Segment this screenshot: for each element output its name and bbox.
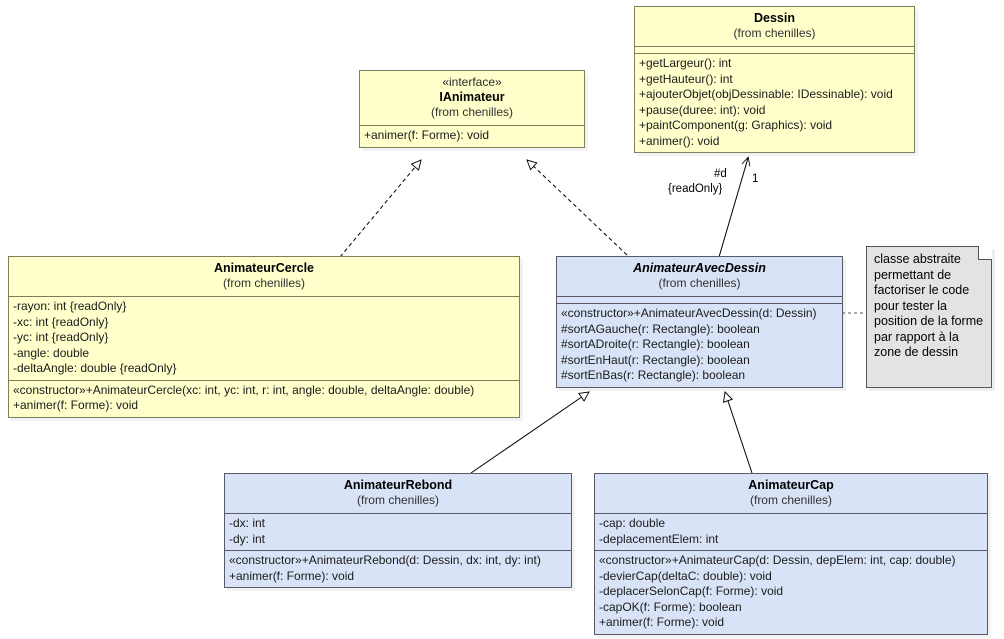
class-name-animateurcap: AnimateurCap	[748, 478, 834, 492]
class-header-animateurcap: AnimateurCap (from chenilles)	[595, 474, 987, 513]
class-package-ianimateur: (from chenilles)	[430, 105, 514, 119]
class-name-ianimateur: IAnimateur	[439, 90, 505, 104]
attribute-row: -yc: int {readOnly}	[13, 330, 109, 344]
attribute-row: -angle: double	[13, 345, 90, 360]
operation-row: «constructor»+AnimateurAvecDessin(d: Des…	[561, 306, 817, 320]
separator	[595, 550, 987, 551]
class-header-animateurrebond: AnimateurRebond (from chenilles)	[225, 474, 571, 513]
association-multiplicity-label: 1	[752, 173, 759, 185]
attribute-row: -rayon: int {readOnly}	[13, 299, 127, 313]
attribute-row: -deplacementElem: int	[599, 531, 719, 546]
attribute-row: -deltaAngle: double {readOnly}	[13, 361, 177, 375]
class-package-animateuravecdessin: (from chenilles)	[658, 276, 741, 290]
association-constraint-label: {readOnly}	[668, 183, 723, 195]
operation-row: #sortADroite(r: Rectangle): boolean	[561, 337, 750, 351]
class-header-ianimateur: «interface» IAnimateur (from chenilles)	[360, 71, 584, 125]
class-header-dessin: Dessin (from chenilles)	[635, 7, 914, 46]
realization-animateuravecdessin-to-ianimateur	[527, 160, 628, 256]
attributes-compartment-animateurcercle: -rayon: int {readOnly} -xc: int {readOnl…	[9, 297, 519, 380]
operations-compartment-animateurrebond: «constructor»+AnimateurRebond(d: Dessin,…	[225, 551, 571, 587]
operation-row: «constructor»+AnimateurRebond(d: Dessin,…	[229, 553, 541, 567]
class-header-animateuravecdessin: AnimateurAvecDessin (from chenilles)	[557, 257, 842, 296]
separator	[360, 125, 584, 126]
attribute-row: -cap: double	[599, 516, 666, 530]
operation-row: +ajouterObjet(objDessinable: IDessinable…	[639, 87, 893, 101]
operation-row: +paintComponent(g: Graphics): void	[639, 118, 833, 132]
operation-row: #sortAGauche(r: Rectangle): boolean	[561, 321, 760, 336]
operation-row: -deplacerSelonCap(f: Forme): void	[599, 584, 784, 598]
association-role-label: #d	[714, 168, 727, 180]
operation-row: +getLargeur(): int	[639, 56, 732, 70]
class-name-animateurrebond: AnimateurRebond	[343, 478, 453, 492]
operations-compartment-animateurcercle: «constructor»+AnimateurCercle(xc: int, y…	[9, 381, 519, 417]
class-name-animateurcercle: AnimateurCercle	[213, 261, 315, 275]
operations-compartment-ianimateur: +animer(f: Forme): void	[360, 126, 584, 147]
operation-row: +animer(): void	[639, 133, 720, 148]
class-box-animateuravecdessin[interactable]: AnimateurAvecDessin (from chenilles) «co…	[556, 256, 843, 388]
attribute-row: -dy: int	[229, 531, 266, 546]
class-name-dessin: Dessin	[754, 11, 795, 25]
operations-compartment-animateurcap: «constructor»+AnimateurCap(d: Dessin, de…	[595, 551, 987, 634]
separator	[225, 513, 571, 514]
operation-row: -capOK(f: Forme): boolean	[599, 599, 742, 614]
class-box-animateurrebond[interactable]: AnimateurRebond (from chenilles) -dx: in…	[224, 473, 572, 588]
operation-row: #sortEnHaut(r: Rectangle): boolean	[561, 352, 750, 367]
separator	[9, 296, 519, 297]
separator	[225, 550, 571, 551]
class-box-dessin[interactable]: Dessin (from chenilles) +getLargeur(): i…	[634, 6, 915, 153]
attributes-compartment-animateurcap: -cap: double -deplacementElem: int	[595, 514, 987, 550]
separator	[557, 303, 842, 304]
attributes-compartment-animateurrebond: -dx: int -dy: int	[225, 514, 571, 550]
class-box-animateurcercle[interactable]: AnimateurCercle (from chenilles) -rayon:…	[8, 256, 520, 418]
attribute-row: -xc: int {readOnly}	[13, 314, 109, 329]
attribute-row: -dx: int	[229, 516, 266, 530]
separator	[635, 46, 914, 47]
generalization-animateurcap-to-animateuravecdessin	[725, 392, 753, 474]
operations-compartment-animateuravecdessin: «constructor»+AnimateurAvecDessin(d: Des…	[557, 304, 842, 387]
class-package-animateurcercle: (from chenilles)	[222, 276, 306, 290]
class-stereotype-ianimateur: «interface»	[442, 75, 502, 89]
separator	[9, 379, 519, 381]
separator	[635, 53, 914, 54]
operation-row: #sortEnBas(r: Rectangle): boolean	[561, 368, 746, 382]
class-name-animateuravecdessin: AnimateurAvecDessin	[633, 261, 766, 275]
class-box-ianimateur[interactable]: «interface» IAnimateur (from chenilles) …	[359, 70, 585, 148]
separator	[557, 296, 842, 297]
class-header-animateurcercle: AnimateurCercle (from chenilles)	[9, 257, 519, 296]
class-package-animateurcap: (from chenilles)	[749, 493, 833, 507]
operation-row: +animer(f: Forme): void	[599, 615, 725, 629]
class-box-animateurcap[interactable]: AnimateurCap (from chenilles) -cap: doub…	[594, 473, 988, 635]
operation-row: -devierCap(deltaC: double): void	[599, 568, 772, 583]
note-box[interactable]: classe abstraite permettant de factorise…	[866, 246, 992, 388]
operations-compartment-dessin: +getLargeur(): int +getHauteur(): int +a…	[635, 54, 914, 152]
operation-row: +animer(f: Forme): void	[13, 398, 139, 412]
note-fold-corner	[978, 246, 992, 260]
operation-row: «constructor»+AnimateurCercle(xc: int, y…	[13, 382, 475, 397]
realization-animateurcercle-to-ianimateur	[339, 160, 421, 258]
operation-row: +pause(duree: int): void	[639, 102, 766, 117]
class-package-dessin: (from chenilles)	[733, 26, 816, 40]
class-package-animateurrebond: (from chenilles)	[356, 493, 440, 507]
note-text: classe abstraite permettant de factorise…	[874, 252, 984, 359]
operation-row: +animer(f: Forme): void	[364, 128, 490, 142]
operation-row: +animer(f: Forme): void	[229, 568, 355, 583]
operation-row: «constructor»+AnimateurCap(d: Dessin, de…	[599, 553, 956, 567]
operation-row: +getHauteur(): int	[639, 71, 733, 86]
separator	[595, 513, 987, 514]
